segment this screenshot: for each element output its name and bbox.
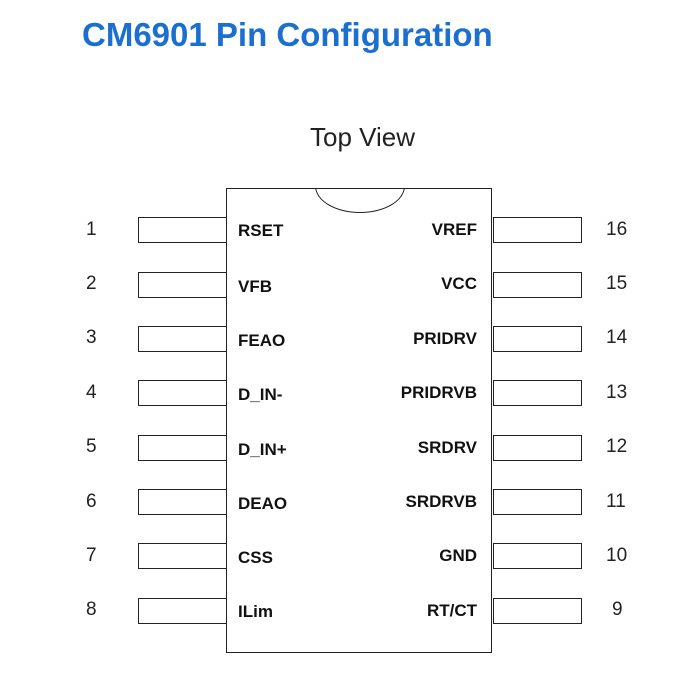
pin-number: 10 <box>606 545 628 566</box>
view-label: Top View <box>309 122 416 152</box>
pin-label: SRDRVB <box>405 492 477 511</box>
pin-label: FEAO <box>238 331 286 350</box>
pin-lead <box>138 435 227 461</box>
pin-lead <box>493 489 582 515</box>
page-title: CM6901 Pin Configuration <box>82 16 493 53</box>
pin-label: VREF <box>431 220 477 239</box>
pin-number: 7 <box>86 545 97 566</box>
ic-package-body <box>226 188 492 653</box>
pin-label: D_IN+ <box>238 440 287 459</box>
pin-lead <box>138 272 227 298</box>
pin-lead <box>138 543 227 569</box>
pin-number: 2 <box>86 273 97 294</box>
pin-label: VCC <box>441 274 477 293</box>
pin-lead <box>138 326 227 352</box>
pin-label: DEAO <box>238 494 288 513</box>
pin-lead <box>493 380 582 406</box>
pin-label: VFB <box>238 277 272 296</box>
pin-number: 8 <box>86 599 97 620</box>
pin-label: PRIDRV <box>413 329 477 348</box>
pin-number: 5 <box>86 436 97 457</box>
pin-label: GND <box>439 546 477 565</box>
pin-number: 16 <box>606 219 628 240</box>
pin-number: 6 <box>86 491 97 512</box>
pin-number: 15 <box>606 273 628 294</box>
pin-lead <box>138 489 227 515</box>
pin-label: ILim <box>238 602 273 621</box>
pin-number: 11 <box>606 491 626 512</box>
pin-lead <box>493 272 582 298</box>
pin-label: CSS <box>238 548 273 567</box>
pin-label: RSET <box>238 221 284 240</box>
pin-number: 13 <box>606 382 628 403</box>
pin-number: 4 <box>86 382 97 403</box>
pin-number: 14 <box>606 327 628 348</box>
pin-lead <box>493 217 582 243</box>
pin-lead <box>493 435 582 461</box>
pin-number: 3 <box>86 327 97 348</box>
pin-lead <box>493 598 582 624</box>
pin1-notch <box>315 189 405 213</box>
pin-number: 9 <box>612 599 623 620</box>
pin-label: D_IN- <box>238 385 283 404</box>
pin-label: RT/CT <box>426 601 477 620</box>
pin-number: 12 <box>606 436 628 457</box>
pin-label: PRIDRVB <box>400 383 477 402</box>
pin-number: 1 <box>86 219 97 240</box>
pin-lead <box>138 598 227 624</box>
pin-label: SRDRV <box>417 438 477 457</box>
pin-lead <box>138 380 227 406</box>
pin-lead <box>493 543 582 569</box>
pin-lead <box>138 217 227 243</box>
pin-lead <box>493 326 582 352</box>
